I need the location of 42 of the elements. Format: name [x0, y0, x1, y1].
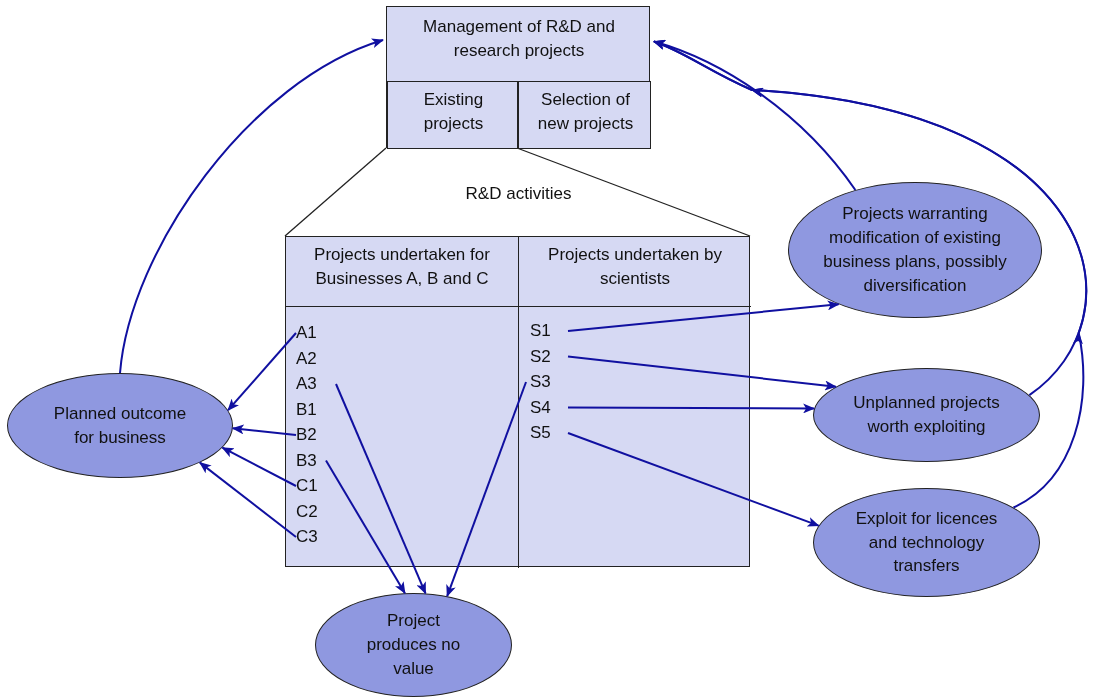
cell-label: Selection of new projects: [536, 89, 635, 135]
project-code: S4: [530, 396, 551, 419]
arrow: [446, 381, 527, 598]
project-code: S1: [530, 320, 551, 342]
table-cell: [387, 81, 518, 149]
arrow: [119, 39, 384, 374]
arrow: [567, 300, 840, 332]
management-box: [386, 6, 650, 148]
project-code: A3: [296, 373, 317, 395]
arrow: [567, 355, 837, 391]
arrow: [325, 459, 406, 595]
ellipse-label: Unplanned projects worth exploiting: [852, 392, 1001, 438]
arrow: [653, 40, 1088, 509]
arrow: [227, 332, 297, 412]
cell-label: Projects undertaken by scientists: [547, 244, 723, 290]
table-cell: [518, 81, 651, 149]
cell-label: Existing projects: [422, 89, 485, 135]
project-code: A1: [296, 322, 317, 344]
project-code: C2: [296, 500, 318, 523]
project-code: S2: [530, 345, 551, 368]
project-code: S5: [530, 422, 551, 444]
cell-label: Projects undertaken for Businesses A, B and C: [313, 244, 491, 290]
project-code: B3: [296, 449, 317, 472]
ellipse-label: Planned outcome for business: [52, 402, 188, 449]
arrow: [567, 403, 816, 414]
project-code: A2: [296, 347, 317, 370]
arrow: [231, 424, 297, 436]
table-box: [518, 237, 751, 568]
project-code: S3: [530, 371, 551, 393]
project-code: B2: [296, 424, 317, 446]
ellipse-label: Projects warranting modification of existing business plans, possibly diversification: [822, 203, 1008, 297]
section-heading: R&D activities: [464, 183, 573, 205]
arrow: [221, 446, 297, 487]
project-code: C3: [296, 526, 318, 548]
arrow: [335, 383, 427, 595]
ellipse-label: Exploit for licences and technology transfers: [854, 507, 999, 578]
project-code: B1: [296, 398, 317, 421]
arrow: [567, 432, 820, 527]
arrow: [198, 461, 297, 538]
ellipse-label: Project produces no value: [365, 610, 462, 680]
project-code: C1: [296, 475, 318, 497]
cell-label: Management of R&D and research projects: [422, 16, 616, 62]
